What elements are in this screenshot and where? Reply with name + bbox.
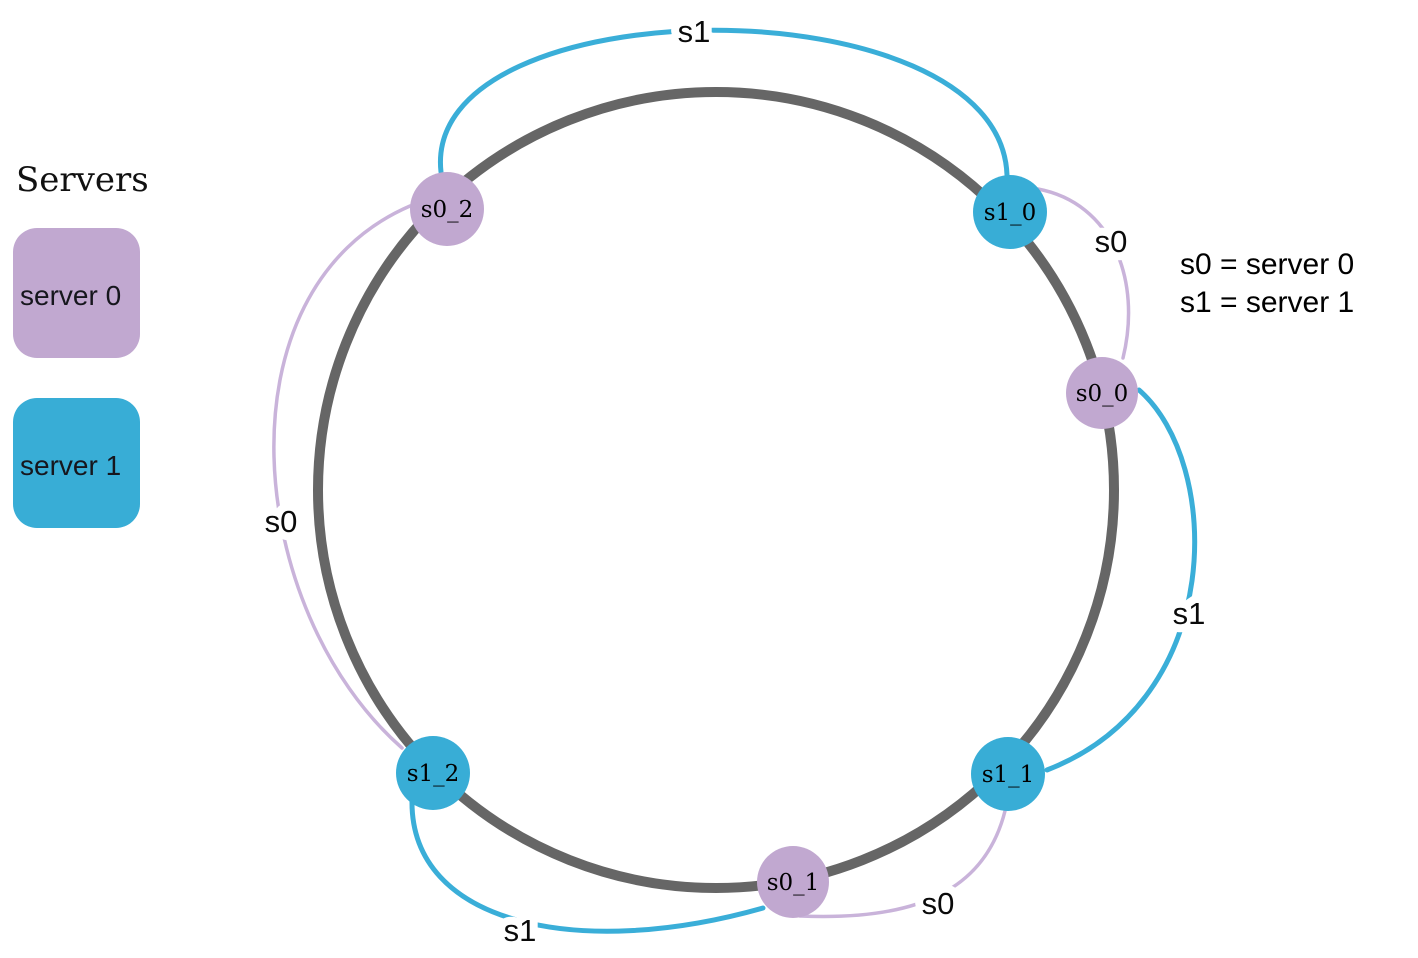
- node-s1_2-circle: [396, 736, 470, 810]
- node-s1_2-label: s1_2: [407, 761, 460, 787]
- legend-title: Servers: [16, 160, 149, 200]
- edge-s0-s0_2-to-s1_2: [272, 204, 412, 750]
- edge-label-s0-bottom-right: s0: [922, 886, 955, 921]
- ring-topology-circle: [313, 87, 1119, 893]
- node-s0_2: s0_2: [410, 172, 484, 246]
- edge-label-s0-left: s0: [265, 504, 298, 539]
- edge-s1-s0_0-to-s1_1: [1044, 387, 1198, 773]
- legend-swatch-server1: [13, 398, 140, 528]
- annotation-line-1: s0 = server 0: [1180, 248, 1354, 281]
- annotation-key: s0 = server 0 s1 = server 1: [1180, 248, 1354, 319]
- node-s0_0-circle: [1066, 357, 1138, 429]
- edge-s1-s0_2-to-s1_0: [438, 27, 1010, 178]
- node-s0_0-label: s0_0: [1076, 381, 1129, 407]
- legend-label-server0: server 0: [20, 280, 121, 311]
- node-s1_0-circle: [973, 175, 1047, 249]
- edge-label-s1-top: s1: [678, 14, 711, 49]
- node-s0_0: s0_0: [1066, 357, 1138, 429]
- edge-s0-s1_0-to-s0_0: [1036, 187, 1131, 360]
- edge-s0-s1_1-to-s0_1: [798, 809, 1007, 919]
- annotation-line-2: s1 = server 1: [1180, 286, 1354, 319]
- edge-label-s1-right: s1: [1173, 596, 1206, 631]
- node-s1_1-label: s1_1: [982, 762, 1035, 788]
- node-s1_1: s1_1: [971, 737, 1045, 811]
- node-s0_1-circle: [757, 846, 829, 918]
- node-s0_2-label: s0_2: [421, 197, 474, 223]
- node-s1_0: s1_0: [973, 175, 1047, 249]
- node-s1_1-circle: [971, 737, 1045, 811]
- node-s1_0-label: s1_0: [984, 200, 1037, 226]
- legend-swatch-server0: [13, 228, 140, 358]
- node-s1_2: s1_2: [396, 736, 470, 810]
- node-s0_2-circle: [410, 172, 484, 246]
- edge-label-s1-bottom: s1: [504, 913, 537, 948]
- legend-label-server1: server 1: [20, 450, 121, 481]
- edge-s1-s1_2-to-s0_1: [409, 797, 766, 934]
- node-s0_1: s0_1: [757, 846, 829, 918]
- legend: Servers server 0 server 1: [13, 160, 149, 528]
- edge-label-s0-upper-right: s0: [1095, 224, 1128, 259]
- node-s0_1-label: s0_1: [767, 870, 820, 896]
